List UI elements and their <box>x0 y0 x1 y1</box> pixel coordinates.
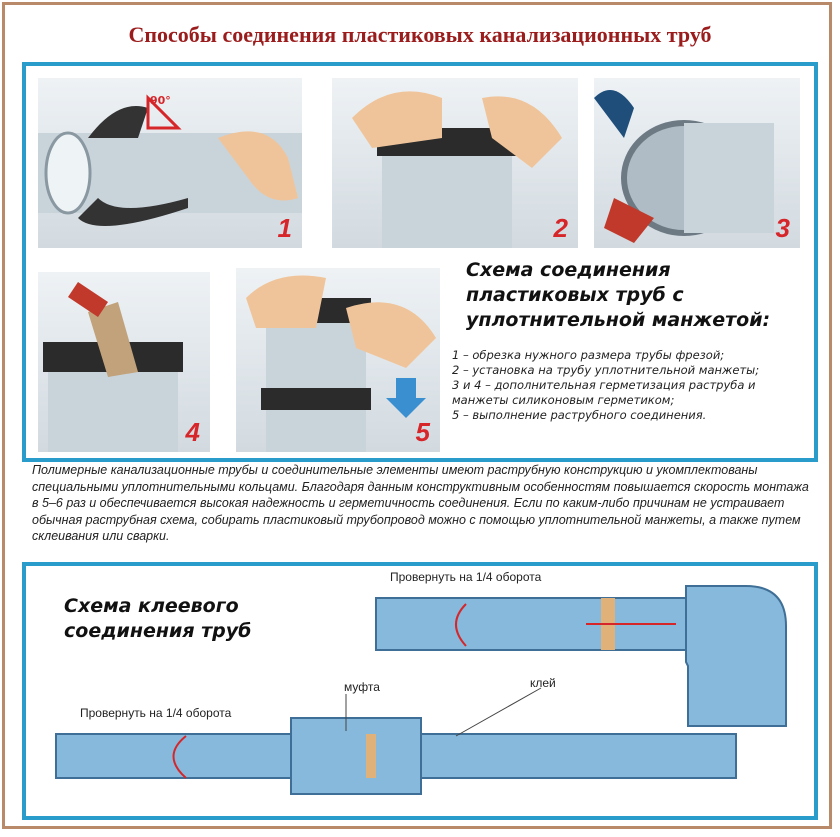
glue-layer <box>366 734 376 778</box>
cuff-steps-list: 1 – обрезка нужного размера трубы фрезой… <box>452 348 812 423</box>
glue-leader <box>455 687 542 737</box>
heading-line: соединения труб <box>64 620 252 642</box>
step-item: 2 – установка на трубу уплотнительной ма… <box>452 363 760 377</box>
step-item: 3 и 4 – дополнительная герметизация раст… <box>452 378 756 407</box>
cuff-scheme-heading: Схема соединения пластиковых труб с упло… <box>466 258 770 333</box>
photo-step-2: 2 <box>332 78 578 248</box>
step-number: 4 <box>185 417 200 447</box>
step-number: 3 <box>775 213 790 243</box>
heading-line: Схема соединения <box>466 259 671 281</box>
page-title: Способы соединения пластиковых канализац… <box>128 22 712 47</box>
glue-label: клей <box>530 676 556 690</box>
photo-step-1: 90° 1 <box>38 78 302 248</box>
glue-panel <box>22 562 818 820</box>
photo-step-3: 3 <box>594 78 800 248</box>
photo-step-5: 5 <box>236 268 440 452</box>
step-number: 5 <box>415 417 430 447</box>
step-item: 5 – выполнение раструбного соединения. <box>452 408 707 422</box>
rotate-label-top: Провернуть на 1/4 оборота <box>390 570 542 584</box>
step-number: 1 <box>277 213 292 243</box>
glue-scheme-heading: Схема клеевого соединения труб <box>64 594 251 644</box>
description-paragraph: Полимерные канализационные трубы и соеди… <box>32 463 809 543</box>
step-item: 1 – обрезка нужного размера трубы фрезой… <box>452 348 725 362</box>
elbow-fitting <box>685 585 787 727</box>
coupling-label: муфта <box>344 680 380 694</box>
heading-line: пластиковых труб с <box>466 284 684 306</box>
heading-line: уплотнительной манжетой: <box>466 309 771 331</box>
rotate-arrow-bottom <box>172 735 187 779</box>
rotate-label-bottom: Провернуть на 1/4 оборота <box>80 706 232 720</box>
outer-frame <box>2 2 832 829</box>
step-number: 2 <box>553 213 568 243</box>
rotate-arrow-top <box>455 603 467 647</box>
heading-line: Схема клеевого <box>64 595 239 617</box>
glue-diagram <box>55 585 787 795</box>
coupling <box>290 717 422 795</box>
angle-label: 90° <box>150 94 171 107</box>
cuff-panel <box>22 62 818 462</box>
photo-step-4: 4 <box>38 272 210 452</box>
